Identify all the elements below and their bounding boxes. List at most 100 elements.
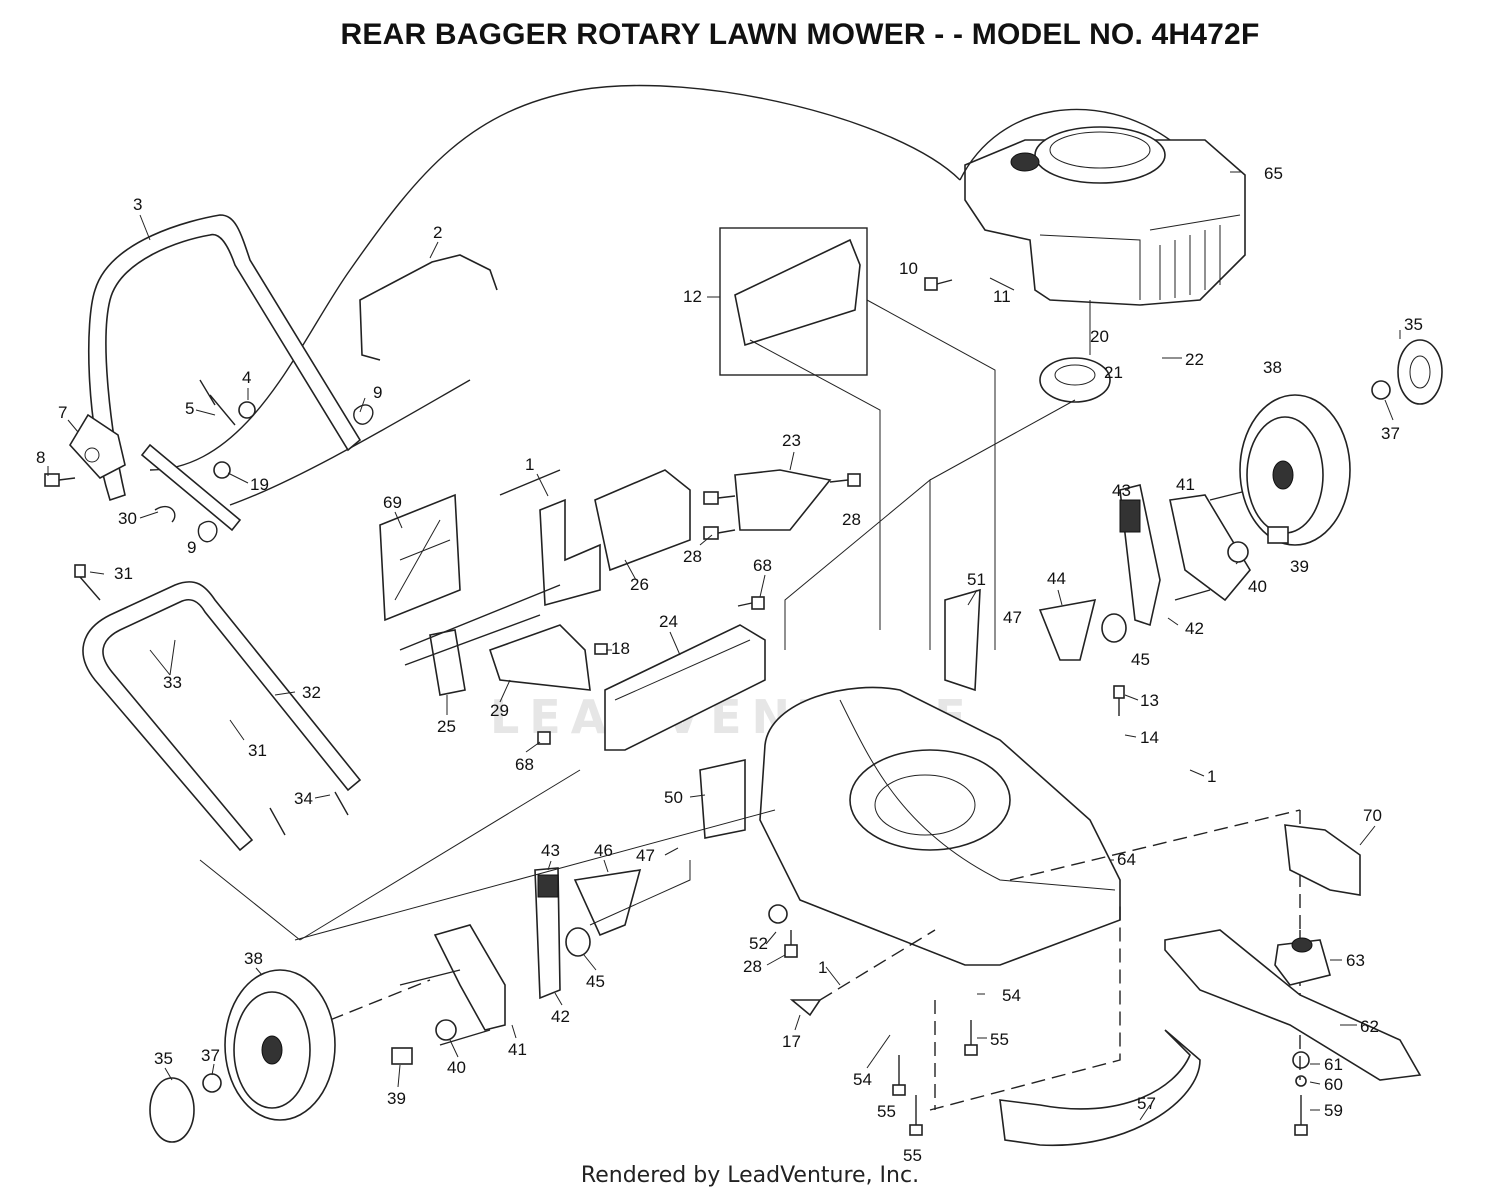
hardware-clip-icon <box>154 379 374 836</box>
callout-label: 52 <box>749 934 768 953</box>
callout-label: 50 <box>664 788 683 807</box>
callout-label: 55 <box>877 1102 896 1121</box>
callout-label: 8 <box>36 448 45 467</box>
callout-label: 9 <box>373 383 382 402</box>
callout-label: 40 <box>447 1058 466 1077</box>
callout-label: 47 <box>636 846 655 865</box>
callout-label: 25 <box>437 717 456 736</box>
callout-label: 9 <box>187 538 196 557</box>
callout-label: 12 <box>683 287 702 306</box>
callout-label: 42 <box>1185 619 1204 638</box>
callout-label: 18 <box>611 639 630 658</box>
diagram-title: REAR BAGGER ROTARY LAWN MOWER - - MODEL … <box>340 18 1260 51</box>
callout-label: 45 <box>586 972 605 991</box>
rear-wheel-part <box>1239 394 1351 546</box>
height-adjuster-right <box>944 484 1251 692</box>
callout-label: 59 <box>1324 1101 1343 1120</box>
blade-adapter-part <box>1274 937 1331 986</box>
callout-label: 43 <box>1112 481 1131 500</box>
chute-bracket-part <box>539 469 691 607</box>
callout-label: 2 <box>433 223 442 242</box>
callout-label: 10 <box>899 259 918 278</box>
callout-label: 68 <box>753 556 772 575</box>
callout-label: 20 <box>1090 327 1109 346</box>
callout-label: 38 <box>244 949 263 968</box>
callout-label: 60 <box>1324 1075 1343 1094</box>
callout-label: 32 <box>302 683 321 702</box>
callout-label: 46 <box>594 841 613 860</box>
callout-label: 37 <box>201 1046 220 1065</box>
callout-label: 47 <box>1003 608 1022 627</box>
callout-label: 14 <box>1140 728 1159 747</box>
lower-handle-part <box>82 581 362 852</box>
callout-label: 5 <box>185 399 194 418</box>
engine-pulley-part <box>1039 357 1111 403</box>
hardware-nut-icon <box>202 380 1391 1093</box>
callout-label: 13 <box>1140 691 1159 710</box>
callout-label: 40 <box>1248 577 1267 596</box>
callout-label: 19 <box>250 475 269 494</box>
height-adjuster-left <box>399 759 746 1046</box>
fan-part <box>1284 824 1361 896</box>
callout-label: 31 <box>248 741 267 760</box>
leader-lines <box>47 171 1401 1121</box>
chute-door-part <box>488 624 591 691</box>
hardware-bolt-icon <box>44 277 1308 1136</box>
callout-label: 54 <box>1002 986 1021 1005</box>
callout-label: 55 <box>903 1146 922 1165</box>
callout-label: 7 <box>58 403 67 422</box>
rear-baffle-part <box>604 624 766 751</box>
callout-label: 37 <box>1381 424 1400 443</box>
callout-label: 39 <box>387 1089 406 1108</box>
callout-label: 68 <box>515 755 534 774</box>
front-wheel-part <box>224 969 336 1121</box>
hinge-bracket-part <box>429 629 466 696</box>
callout-label: 1 <box>1207 767 1216 786</box>
callout-label: 30 <box>118 509 137 528</box>
callout-label: 23 <box>782 431 801 450</box>
hubcap-part <box>149 339 1443 1143</box>
callout-label: 42 <box>551 1007 570 1026</box>
callout-label: 29 <box>490 701 509 720</box>
callout-label: 34 <box>294 789 313 808</box>
callout-label: 35 <box>1404 315 1423 334</box>
callout-label: 63 <box>1346 951 1365 970</box>
callout-label: 31 <box>114 564 133 583</box>
throttle-cable <box>149 84 961 471</box>
callout-label: 28 <box>842 510 861 529</box>
callout-label: 1 <box>818 958 827 977</box>
callout-label: 41 <box>1176 475 1195 494</box>
callout-label: 24 <box>659 612 678 631</box>
bag-frame-box <box>719 227 868 376</box>
callout-label: 26 <box>630 575 649 594</box>
baffle-strip-part <box>999 1029 1201 1147</box>
blade-part <box>1164 929 1422 1081</box>
callout-label: 70 <box>1363 806 1382 825</box>
callout-label: 3 <box>133 195 142 214</box>
callout-label: 4 <box>242 368 251 387</box>
handle-knob-part <box>69 413 126 479</box>
deflector-part <box>734 469 832 531</box>
callout-label: 43 <box>541 841 560 860</box>
callout-label: 45 <box>1131 650 1150 669</box>
callout-label: 11 <box>993 287 1011 306</box>
callout-label: 54 <box>853 1070 872 1089</box>
callout-label: 17 <box>782 1032 801 1051</box>
callout-label: 64 <box>1117 850 1136 869</box>
callout-label: 22 <box>1185 350 1204 369</box>
callout-label: 41 <box>508 1040 527 1059</box>
callout-label: 28 <box>683 547 702 566</box>
callout-label: 69 <box>383 493 402 512</box>
callout-label: 35 <box>154 1049 173 1068</box>
callout-label: 28 <box>743 957 762 976</box>
control-bail-part <box>359 254 498 361</box>
callout-label: 38 <box>1263 358 1282 377</box>
callout-label: 62 <box>1360 1017 1379 1036</box>
callout-label: 44 <box>1047 569 1066 588</box>
footer-credit: Rendered by LeadVenture, Inc. <box>580 1163 920 1188</box>
callout-labels: 3 2 4 5 9 7 8 19 30 9 31 33 32 31 34 12 … <box>36 164 1423 1165</box>
callout-label: 21 <box>1104 363 1123 382</box>
callout-label: 51 <box>967 570 986 589</box>
callout-label: 55 <box>990 1030 1009 1049</box>
